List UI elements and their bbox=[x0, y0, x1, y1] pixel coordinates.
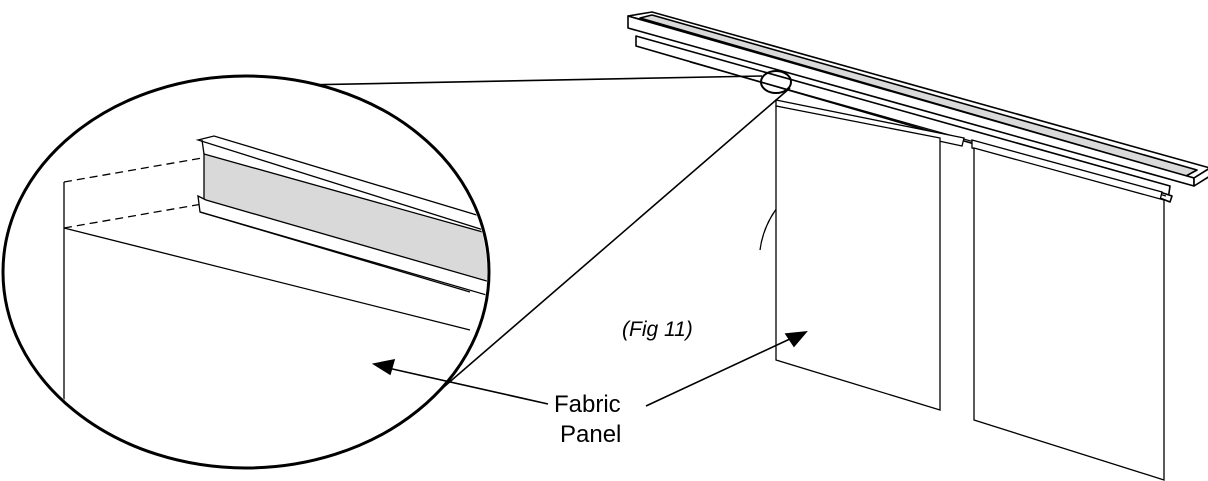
fabric-label: Fabric bbox=[554, 391, 621, 418]
label-arrows bbox=[371, 331, 808, 407]
magnify-leader-lines bbox=[247, 75, 791, 393]
panel-label: Panel bbox=[560, 421, 621, 448]
detail-callout-large bbox=[1, 74, 491, 470]
figure-caption: (Fig 11) bbox=[622, 318, 693, 341]
detail-rail-insert bbox=[203, 153, 487, 283]
fabric-panel-right bbox=[971, 139, 1165, 481]
fabric-panel-left bbox=[759, 99, 965, 411]
magnified-detail bbox=[1, 74, 491, 470]
detail-callout-small bbox=[760, 70, 792, 94]
